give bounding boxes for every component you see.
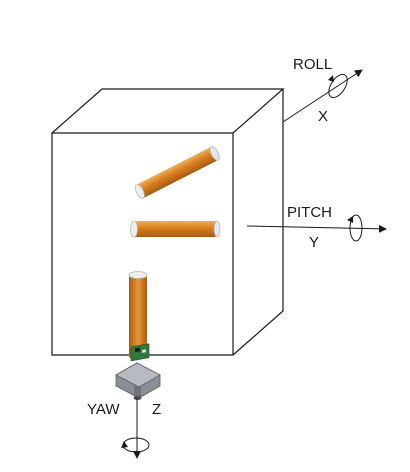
cube-top-face: [51, 88, 285, 134]
pitch-axis: PITCH Y: [246, 204, 387, 251]
roll-axis-letter: X: [318, 108, 328, 125]
pitch-axis-line: [246, 224, 387, 233]
roll-axis-line: [282, 69, 363, 123]
pitch-rotation-arrow-icon: [347, 216, 353, 223]
coil-roll: [134, 146, 220, 199]
mount-top: [115, 362, 161, 388]
yaw-rotation-icon: [122, 437, 150, 453]
pitch-axis-letter: Y: [309, 234, 319, 251]
mount-stem: [134, 386, 141, 398]
roll-rotation-icon: [328, 73, 348, 99]
yaw-rotation-arrow-icon: [121, 441, 128, 448]
sensor-mount: [115, 343, 161, 400]
cube: [51, 88, 285, 356]
circuit-board: [130, 343, 150, 362]
yaw-axis-letter: Z: [152, 401, 161, 418]
cube-right-face: [232, 89, 284, 356]
pitch-rotation-icon: [349, 214, 363, 242]
yaw-axis: YAW Z: [87, 398, 161, 459]
pitch-label: PITCH: [287, 204, 332, 221]
coil-pitch: [130, 220, 221, 238]
coil-yaw: [128, 271, 148, 358]
roll-axis: ROLL X: [282, 56, 363, 125]
yaw-label: YAW: [87, 401, 120, 418]
roll-rotation-arrow-icon: [328, 75, 334, 82]
roll-label: ROLL: [293, 56, 332, 73]
